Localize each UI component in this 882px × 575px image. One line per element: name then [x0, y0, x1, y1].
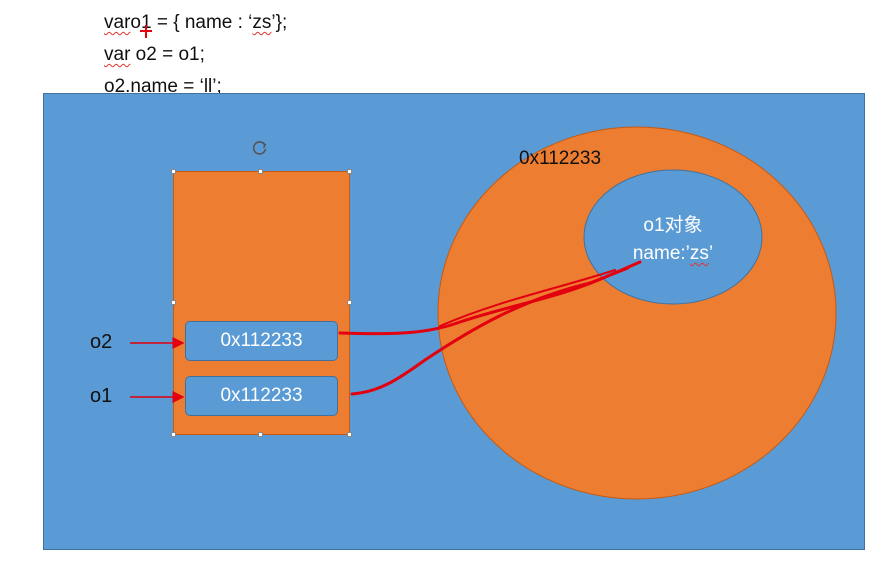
code-line-1: varo1 = { name : ‘zs’};	[104, 13, 287, 32]
heap-address-label: 0x112233	[519, 148, 602, 169]
code-text: o1 = { name : ‘	[130, 12, 253, 33]
property-prefix: name:’	[632, 243, 690, 264]
object-ellipse	[583, 169, 763, 305]
stack-cell-o2: 0x112233	[185, 321, 338, 361]
code-line-3: o2.name = ‘ll’;	[104, 77, 222, 96]
resize-handle-bottom-left[interactable]	[171, 432, 176, 437]
code-text-end: ’};	[271, 12, 288, 33]
code-keyword: var	[104, 12, 131, 33]
code-text: o2.name = ‘ll’;	[104, 76, 222, 97]
resize-handle-bottom-right[interactable]	[347, 432, 352, 437]
object-title: o1对象	[643, 215, 703, 236]
var-label-o1: o1	[90, 385, 113, 407]
resize-handle-right[interactable]	[347, 300, 352, 305]
resize-handle-top[interactable]	[258, 169, 263, 174]
rotate-handle-icon[interactable]	[250, 138, 270, 158]
resize-handle-bottom[interactable]	[258, 432, 263, 437]
var-label-o2: o2	[90, 331, 113, 353]
resize-handle-left[interactable]	[171, 300, 176, 305]
code-string-value: zs	[252, 12, 272, 33]
resize-handle-top-right[interactable]	[347, 169, 352, 174]
object-property: name:’zs’	[585, 243, 761, 265]
resize-handle-top-left[interactable]	[171, 169, 176, 174]
code-keyword: var	[104, 44, 131, 65]
code-text: o2 = o1;	[130, 44, 205, 65]
property-suffix: ’	[708, 243, 714, 264]
stack-cell-o1: 0x112233	[185, 376, 338, 416]
property-value: zs	[689, 243, 709, 264]
code-line-2: var o2 = o1;	[104, 45, 205, 64]
